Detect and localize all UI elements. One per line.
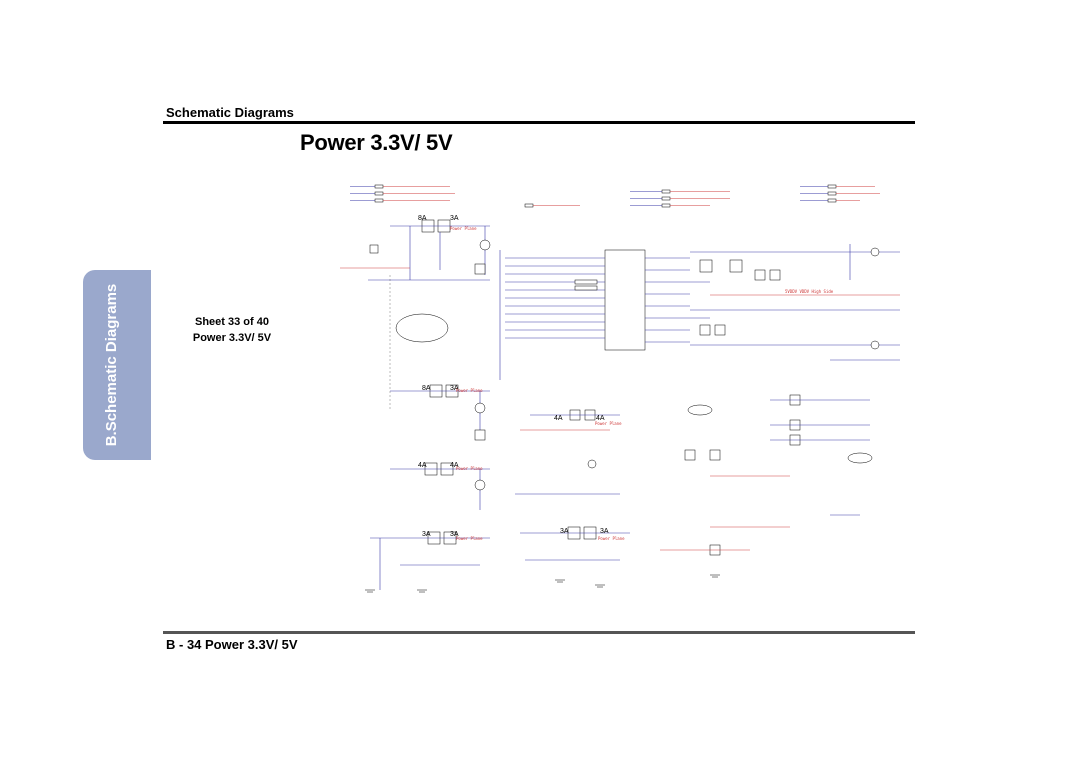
svg-text:3A: 3A <box>450 215 459 222</box>
svg-text:5VDDV VDDV High Side: 5VDDV VDDV High Side <box>785 289 834 294</box>
svg-text:Power Plane: Power Plane <box>456 388 483 393</box>
bottom-stages: 3A 3A Power Plane 3A 3A Power Plane <box>370 514 860 590</box>
side-tab <box>83 270 151 460</box>
svg-text:3A: 3A <box>600 528 609 535</box>
middle-center-stage: 4A 4A Power Plane <box>515 409 622 495</box>
svg-text:4A: 4A <box>596 415 605 422</box>
top-left-nets <box>350 184 455 203</box>
svg-text:4A: 4A <box>554 415 563 422</box>
svg-text:Power Plane: Power Plane <box>456 466 483 471</box>
ground-symbols <box>365 574 720 593</box>
top-right-nets <box>800 184 880 203</box>
footer-divider <box>163 631 915 634</box>
svg-text:3A: 3A <box>560 528 569 535</box>
sheet-number: Sheet 33 of 40 <box>195 316 269 328</box>
right-power-stage: 5VDDV VDDV High Side <box>690 244 900 361</box>
header-divider <box>163 121 915 124</box>
svg-text:3A: 3A <box>450 385 459 392</box>
svg-text:Power Plane: Power Plane <box>456 536 483 541</box>
lower-left-stage: 4A 4A Power Plane <box>390 462 490 510</box>
svg-text:4A: 4A <box>418 462 427 469</box>
sheet-title: Power 3.3V/ 5V <box>192 332 272 344</box>
section-title: Schematic Diagrams <box>166 105 294 120</box>
top-middle-nets <box>524 189 730 208</box>
svg-text:8A: 8A <box>422 385 431 392</box>
schematic-diagram: Power Plane 8A 3A <box>340 184 900 593</box>
footer-caption: B - 34 Power 3.3V/ 5V <box>166 637 298 652</box>
page-title: Power 3.3V/ 5V <box>300 130 453 155</box>
note-bubble <box>395 313 449 343</box>
svg-text:8A: 8A <box>418 215 427 222</box>
svg-text:3A: 3A <box>450 531 459 538</box>
right-middle-stage <box>684 394 873 477</box>
sheet-info: Sheet 33 of 40 Power 3.3V/ 5V <box>182 314 282 346</box>
svg-text:Power Plane: Power Plane <box>598 536 625 541</box>
upper-left-stage: Power Plane 8A 3A <box>340 215 491 281</box>
svg-text:3A: 3A <box>422 531 431 538</box>
middle-left-stage: 8A 3A Power Plane <box>390 384 490 441</box>
controller-ic <box>499 249 710 380</box>
svg-text:Power Plane: Power Plane <box>595 421 622 426</box>
svg-text:Power Plane: Power Plane <box>450 226 477 231</box>
side-tab-label: B.Schematic Diagrams <box>103 283 120 447</box>
svg-text:4A: 4A <box>450 462 459 469</box>
